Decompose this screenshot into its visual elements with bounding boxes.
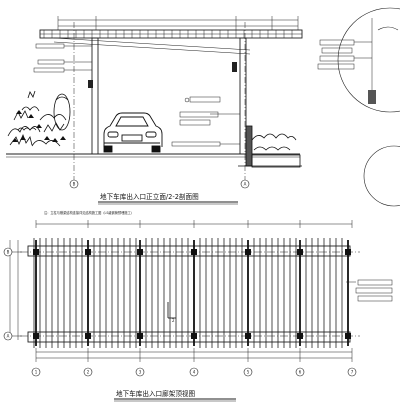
plan-view: 注：立柱与横梁结构连接详见结构施工图（LS级钢管预埋施工） xyxy=(3,210,393,402)
pergola-roof-beam xyxy=(39,29,303,55)
axis-label-2: 2 xyxy=(87,370,90,375)
axis-bubble-a-elevation: A xyxy=(240,179,250,189)
axis-label-a-elevation: A xyxy=(244,182,247,187)
main-grid-beams xyxy=(35,240,349,346)
axis-label-b-plan: B xyxy=(7,250,10,255)
axis-label-5: 5 xyxy=(247,370,250,375)
axis-label-3: 3 xyxy=(139,370,142,375)
axis-label-7: 7 xyxy=(351,370,354,375)
axis-label-b-elevation: B xyxy=(73,182,76,187)
plan-note: 注：立柱与横梁结构连接详见结构施工图（LS级钢管预埋施工） xyxy=(44,210,134,215)
detail-circle-right xyxy=(317,7,400,207)
axis-label-4: 4 xyxy=(193,370,196,375)
axis-label-a-plan: A xyxy=(7,334,10,339)
axis-label-1: 1 xyxy=(35,370,38,375)
plant-illustration-left xyxy=(7,90,71,147)
axis-bubble-b-plan: B xyxy=(3,247,13,257)
section-cut-marker: 2 xyxy=(167,302,176,323)
elevation-view: B A 地下车库出入口正立面/2-2剖面图 xyxy=(6,16,303,205)
left-column xyxy=(88,37,99,155)
column-markers xyxy=(33,249,351,339)
callout-labels-right xyxy=(171,96,240,147)
axis-bubble-a-plan: A xyxy=(3,331,13,341)
right-column xyxy=(232,37,247,155)
right-retaining-wall xyxy=(238,125,302,168)
left-annotation-labels xyxy=(33,43,92,73)
elevation-title: 地下车库出入口正立面/2-2剖面图 xyxy=(100,192,199,201)
axis-label-6: 6 xyxy=(299,370,302,375)
section-marker-label: 2 xyxy=(172,318,175,323)
car-illustration xyxy=(103,112,163,153)
axis-bubble-b-elevation: B xyxy=(69,179,79,189)
bottom-axis-bubbles: 1 2 3 4 5 6 7 xyxy=(31,367,357,377)
roof-slats xyxy=(33,238,343,348)
plan-title: 地下车库出入口廊架顶视图 xyxy=(116,389,196,398)
plan-callout-labels xyxy=(346,279,393,302)
plant-dense-fill xyxy=(12,110,66,142)
